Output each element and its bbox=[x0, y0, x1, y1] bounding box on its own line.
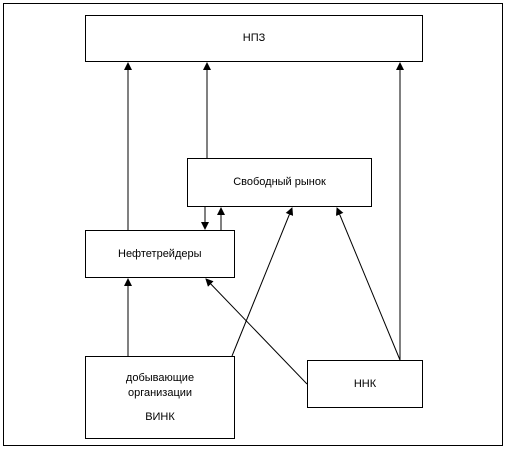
edge-nnk-to-market bbox=[335, 207, 401, 361]
node-vink-label-line1: добывающие bbox=[125, 371, 195, 384]
node-vink-label-line3: ВИНК bbox=[145, 410, 175, 423]
node-vink-label-line2: организации bbox=[127, 386, 193, 399]
node-npz-label: НПЗ bbox=[242, 32, 266, 44]
node-nnk: ННК bbox=[307, 360, 423, 408]
node-npz: НПЗ bbox=[85, 15, 423, 62]
edge-nnk-to-traders bbox=[205, 278, 308, 385]
node-free-market-label: Свободный рынок bbox=[233, 176, 326, 188]
edge-vink-to-market bbox=[231, 207, 294, 357]
node-nnk-label: ННК bbox=[353, 377, 377, 390]
node-free-market: Свободный рынок bbox=[187, 158, 372, 207]
node-oil-traders: Нефтетрейдеры bbox=[85, 230, 235, 278]
node-vink-producers: добывающие организации ВИНК bbox=[85, 356, 235, 439]
diagram-frame bbox=[3, 3, 503, 446]
node-oil-traders-label: Нефтетрейдеры bbox=[118, 247, 202, 260]
